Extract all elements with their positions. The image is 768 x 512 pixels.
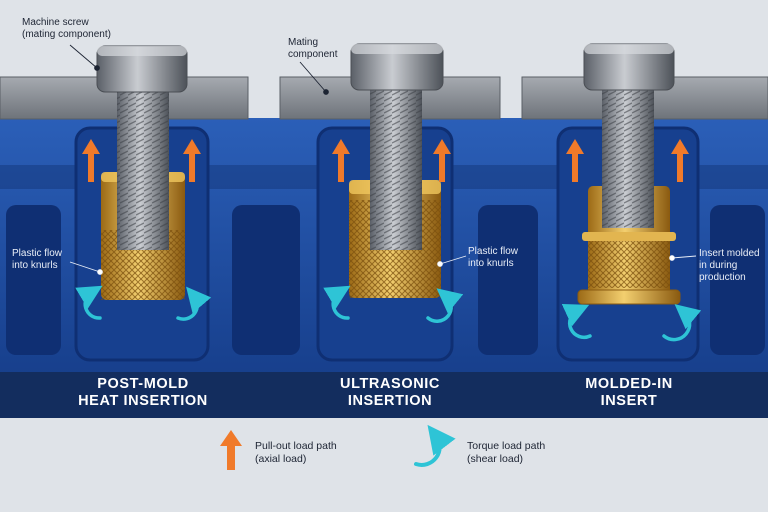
legend-pull-arrow-icon	[220, 430, 242, 470]
torque-arrow-icon	[323, 285, 351, 320]
housing-window	[6, 205, 61, 355]
callout-dot	[437, 261, 443, 267]
machine-screw-1	[96, 45, 188, 250]
torque-arrow-icon	[662, 304, 702, 342]
housing-window	[710, 205, 765, 355]
pull-arrow-icon	[82, 139, 100, 182]
torque-arrow-icon	[176, 286, 212, 321]
callout-dot	[97, 269, 103, 275]
callout-dot	[669, 255, 675, 261]
machine-screw-2	[350, 43, 444, 250]
pull-arrow-icon	[433, 139, 451, 182]
torque-arrow-icon	[426, 288, 464, 323]
housing-window	[232, 205, 300, 355]
torque-arrow-icon	[75, 285, 103, 320]
callout-dot	[323, 89, 329, 95]
pull-arrow-icon	[566, 139, 584, 182]
method-label-band	[0, 372, 768, 418]
machine-screw-3	[583, 43, 675, 228]
housing-window	[478, 205, 538, 355]
torque-arrow-icon	[561, 304, 592, 340]
legend-torque: Torque load path(shear load)	[467, 440, 546, 465]
callout-machine-screw: Machine screw(mating component)	[22, 17, 111, 40]
pull-arrow-icon	[332, 139, 350, 182]
pull-arrow-icon	[671, 139, 689, 182]
pull-arrow-icon	[183, 139, 201, 182]
callout-dot	[94, 65, 100, 71]
legend-torque-arrow-icon	[414, 424, 456, 467]
legend-pull-out: Pull-out load path(axial load)	[255, 440, 337, 465]
